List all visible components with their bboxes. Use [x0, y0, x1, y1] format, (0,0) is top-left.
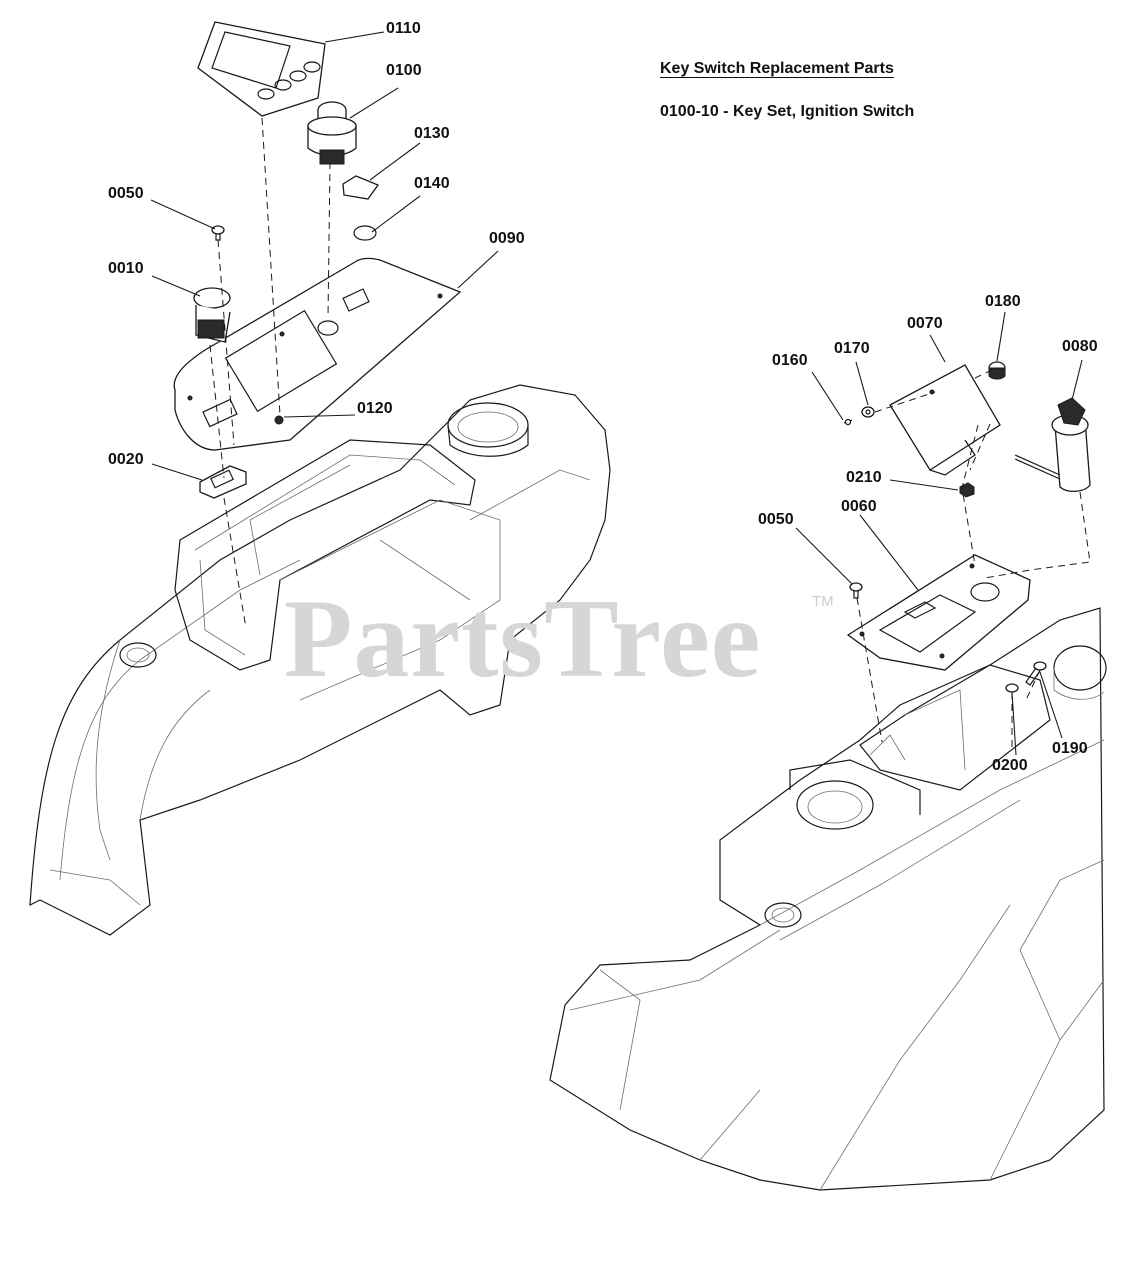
callout-0060: 0060: [841, 498, 877, 515]
bezel-0020: [199, 465, 247, 499]
callout-0120: 0120: [357, 400, 393, 417]
bolt-0190: [1025, 661, 1047, 686]
screw-0050-left: [211, 225, 225, 241]
screw-0160: [843, 418, 853, 426]
dash-plate-0090: [173, 257, 462, 451]
right-console-body: [549, 607, 1107, 1191]
callout-0110: 0110: [386, 20, 421, 37]
callout-0070: 0070: [907, 315, 943, 332]
callout-0080: 0080: [1062, 338, 1098, 355]
washer-0200: [1005, 683, 1019, 693]
callout-0090: 0090: [489, 230, 525, 247]
knob-0180: [988, 361, 1006, 380]
pto-switch-0010: [193, 287, 231, 343]
o-ring-0140: [353, 225, 377, 241]
ignition-switch-0100: [307, 101, 357, 165]
washer-0170: [861, 406, 875, 418]
callout-0200: 0200: [992, 757, 1028, 774]
partstree-watermark: PartsTree: [284, 577, 762, 701]
callout-0020: 0020: [108, 451, 144, 468]
right-assembly-lines: [856, 369, 1091, 750]
fastener-0120: [274, 415, 284, 425]
page-title: Key Switch Replacement Parts: [660, 60, 894, 77]
key-switch-0080: [1014, 397, 1091, 492]
callout-0010: 0010: [108, 260, 144, 277]
callout-0190: 0190: [1052, 740, 1088, 757]
cover-0130: [342, 175, 380, 200]
mounting-plate-0060: [846, 554, 1031, 671]
callout-0160: 0160: [772, 352, 808, 369]
screw-0050-right: [849, 582, 863, 599]
callout-0130: 0130: [414, 125, 450, 142]
callout-0210: 0210: [846, 469, 882, 486]
left-console-body: [29, 384, 611, 936]
nut-0210: [959, 482, 975, 498]
left-assembly-lines: [209, 117, 331, 629]
access-cover-0070: [889, 364, 1001, 476]
display-0110: [197, 21, 326, 117]
callout-0100: 0100: [386, 62, 422, 79]
callout-0140: 0140: [414, 175, 450, 192]
trademark-mark: TM: [812, 593, 834, 610]
key-set-line: 0100-10 - Key Set, Ignition Switch: [660, 103, 915, 120]
callout-0050-right: 0050: [758, 511, 794, 528]
callout-0180: 0180: [985, 293, 1021, 310]
left-leader-lines: [150, 31, 499, 481]
right-leader-lines: [795, 311, 1083, 756]
callout-0050-left: 0050: [108, 185, 144, 202]
callout-0170: 0170: [834, 340, 870, 357]
